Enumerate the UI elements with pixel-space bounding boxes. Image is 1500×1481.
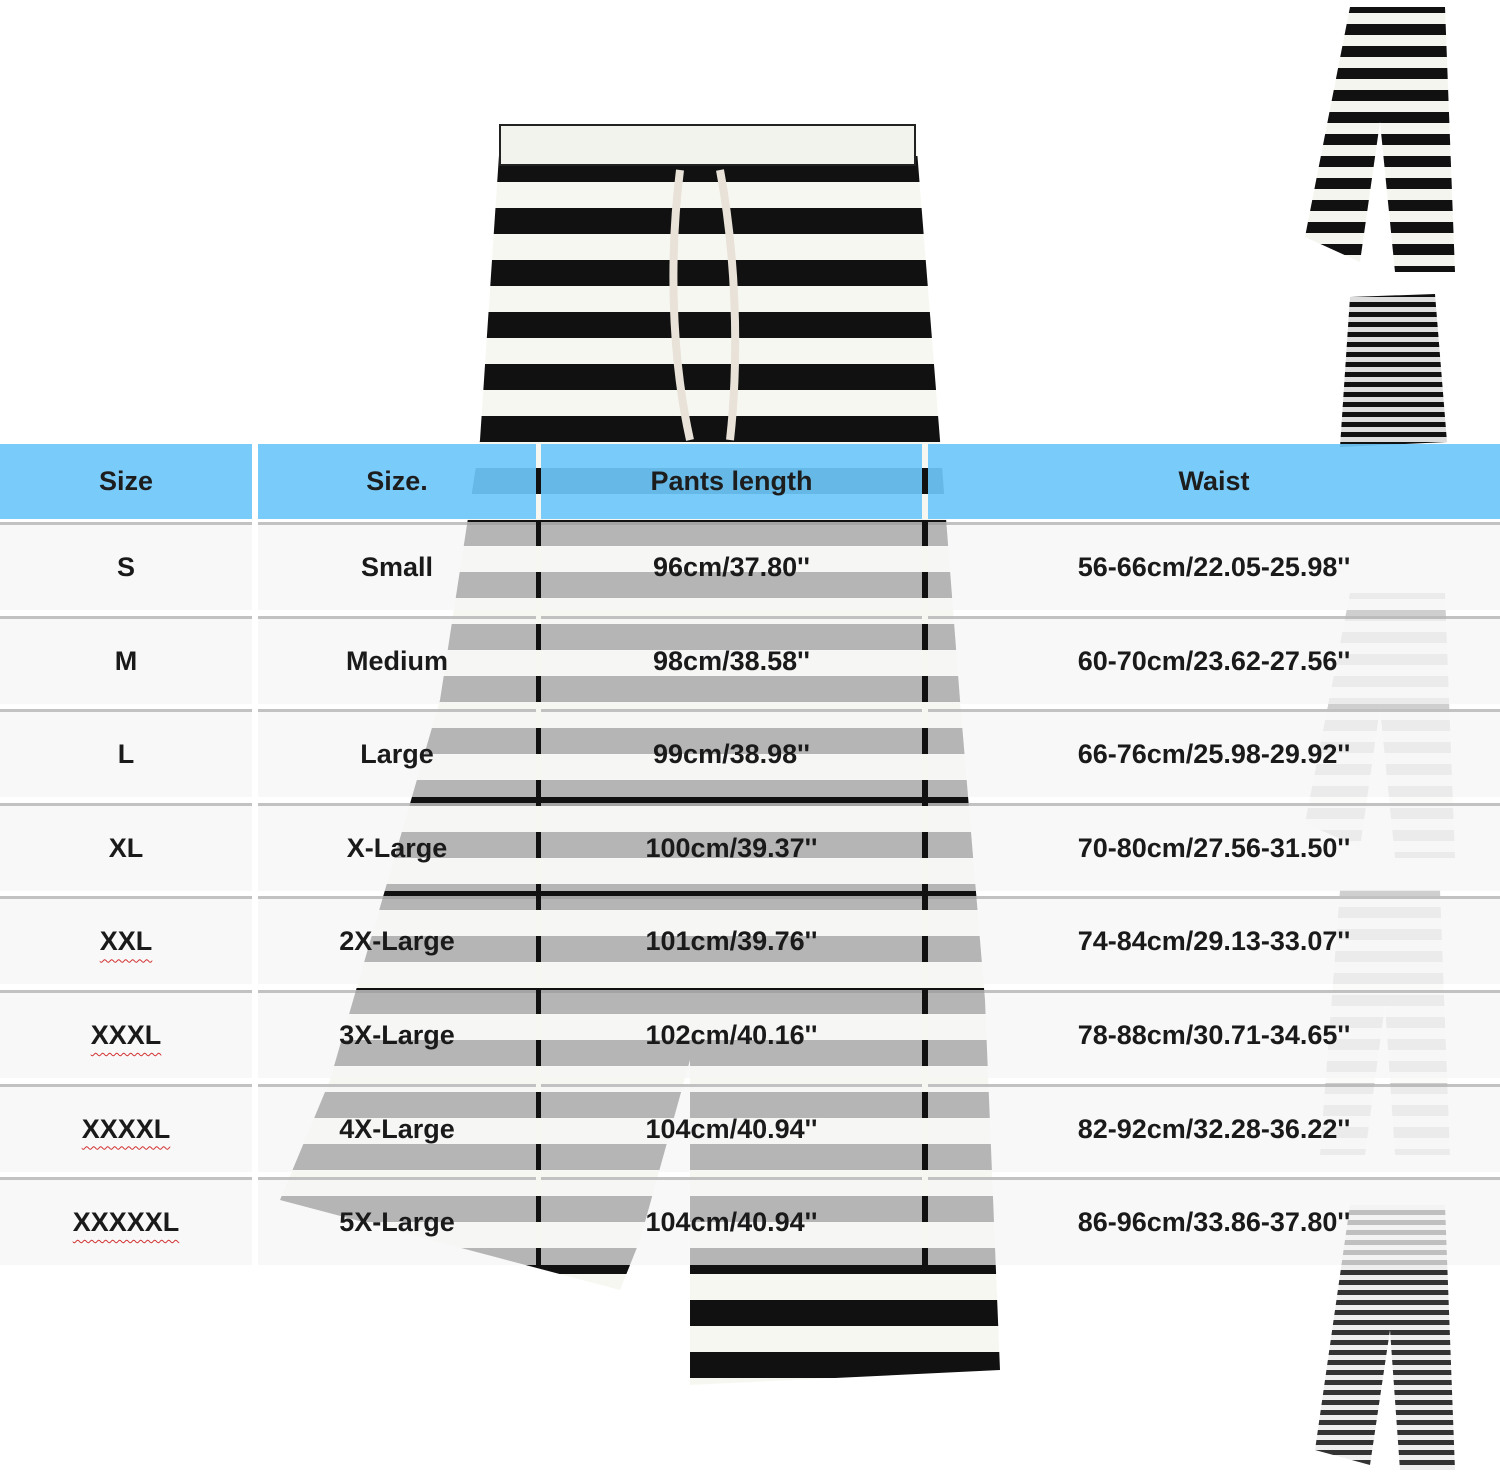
cell-waist-text: 56-66cm/22.05-25.98'' [1077, 552, 1351, 582]
cell-size: XL [0, 802, 252, 891]
cell-waist-text: 66-76cm/25.98-29.92'' [1077, 739, 1351, 770]
cell-size-name-text: 5X-Large [339, 1207, 455, 1238]
table-row: XXXXXL 5X-Large 104cm/40.94'' 86-96cm/33.86… [0, 1177, 1500, 1266]
cell-size-name: 5X-Large [258, 1177, 536, 1266]
cell-size-name: 3X-Large [258, 990, 536, 1078]
cell-size: L [0, 709, 252, 798]
cell-waist: 86-96cm/33.86-37.80'' [928, 1177, 1500, 1266]
cell-pants-length: 99cm/38.98'' [541, 709, 922, 798]
cell-waist: 60-70cm/23.62-27.56'' [928, 615, 1500, 704]
cell-size: XXXXL [0, 1083, 252, 1172]
cell-pants-length: 98cm/38.58'' [541, 615, 922, 704]
cell-size-name-text: X-Large [346, 832, 448, 863]
cell-size-text: XXXL [90, 1020, 162, 1050]
cell-pants-length-text: 98cm/38.58'' [653, 645, 810, 676]
table-header-row: Size Size. Pants length Waist [0, 444, 1500, 519]
cell-waist-text: 74-84cm/29.13-33.07'' [1077, 926, 1351, 957]
cell-pants-length-text: 104cm/40.94'' [645, 1113, 818, 1144]
cell-size-name-text: 3X-Large [339, 1020, 455, 1050]
table-row: S Small 96cm/37.80'' 56-66cm/22.05-25.98'' [0, 522, 1500, 610]
cell-size-name-text: Medium [345, 645, 448, 676]
cell-waist: 82-92cm/32.28-36.22'' [928, 1083, 1500, 1172]
table-row: XXL 2X-Large 101cm/39.76'' 74-84cm/29.13-33… [0, 896, 1500, 985]
thumbnail-pants-1[interactable] [1300, 2, 1460, 277]
cell-waist-text: 60-70cm/23.62-27.56'' [1077, 645, 1351, 676]
table-row: XXXL 3X-Large 102cm/40.16'' 78-88cm/30.71-3… [0, 990, 1500, 1078]
cell-size-name: X-Large [258, 802, 536, 891]
cell-size-name-text: 4X-Large [339, 1113, 455, 1144]
header-size: Size [0, 444, 252, 519]
cell-pants-length-text: 99cm/38.98'' [653, 739, 810, 770]
cell-size: XXXXXL [0, 1177, 252, 1266]
header-pants-length: Pants length [541, 444, 922, 519]
cell-size-text: XL [108, 832, 144, 863]
cell-size-name-text: Large [360, 739, 434, 770]
cell-size-name: 4X-Large [258, 1083, 536, 1172]
cell-size-text: M [114, 645, 138, 676]
cell-pants-length: 101cm/39.76'' [541, 896, 922, 985]
table-row: XXXXL 4X-Large 104cm/40.94'' 82-92cm/32.28-… [0, 1083, 1500, 1172]
cell-pants-length-text: 96cm/37.80'' [653, 552, 810, 582]
cell-size-text: XXXXL [81, 1113, 171, 1144]
cell-waist: 56-66cm/22.05-25.98'' [928, 522, 1500, 610]
cell-size-name-text: Small [360, 552, 434, 582]
table-row: L Large 99cm/38.98'' 66-76cm/25.98-29.92'' [0, 709, 1500, 798]
cell-size: S [0, 522, 252, 610]
cell-waist: 70-80cm/27.56-31.50'' [928, 802, 1500, 891]
table-row: M Medium 98cm/38.58'' 60-70cm/23.62-27.56'' [0, 615, 1500, 704]
cell-waist-text: 70-80cm/27.56-31.50'' [1077, 832, 1351, 863]
cell-size: XXL [0, 896, 252, 985]
cell-size-text: L [117, 739, 135, 770]
cell-pants-length-text: 104cm/40.94'' [645, 1207, 818, 1238]
cell-pants-length: 104cm/40.94'' [541, 1083, 922, 1172]
cell-pants-length: 102cm/40.16'' [541, 990, 922, 1078]
cell-waist-text: 82-92cm/32.28-36.22'' [1077, 1113, 1351, 1144]
cell-size-name: Medium [258, 615, 536, 704]
cell-waist: 66-76cm/25.98-29.92'' [928, 709, 1500, 798]
cell-size: XXXL [0, 990, 252, 1078]
cell-waist: 74-84cm/29.13-33.07'' [928, 896, 1500, 985]
cell-size-text: XXXXXL [72, 1207, 180, 1238]
cell-pants-length: 96cm/37.80'' [541, 522, 922, 610]
cell-waist-text: 86-96cm/33.86-37.80'' [1077, 1207, 1351, 1238]
thumbnail-pants-5[interactable] [1305, 1200, 1465, 1475]
table-row: XL X-Large 100cm/39.37'' 70-80cm/27.56-31.5… [0, 802, 1500, 891]
cell-size-name: Large [258, 709, 536, 798]
cell-pants-length-text: 100cm/39.37'' [645, 832, 818, 863]
cell-size-text: S [116, 552, 135, 582]
cell-size-name-text: 2X-Large [339, 926, 455, 957]
cell-pants-length-text: 102cm/40.16'' [645, 1020, 818, 1050]
cell-pants-length-text: 101cm/39.76'' [645, 926, 818, 957]
cell-waist: 78-88cm/30.71-34.65'' [928, 990, 1500, 1078]
cell-size-name: 2X-Large [258, 896, 536, 985]
cell-size-text: XXL [99, 926, 153, 957]
cell-size: M [0, 615, 252, 704]
cell-pants-length: 104cm/40.94'' [541, 1177, 922, 1266]
cell-pants-length: 100cm/39.37'' [541, 802, 922, 891]
header-size-name: Size. [258, 444, 536, 519]
cell-waist-text: 78-88cm/30.71-34.65'' [1077, 1020, 1351, 1050]
thumbnail-pants-2[interactable] [1335, 292, 1455, 452]
cell-size-name: Small [258, 522, 536, 610]
header-waist: Waist [928, 444, 1500, 519]
